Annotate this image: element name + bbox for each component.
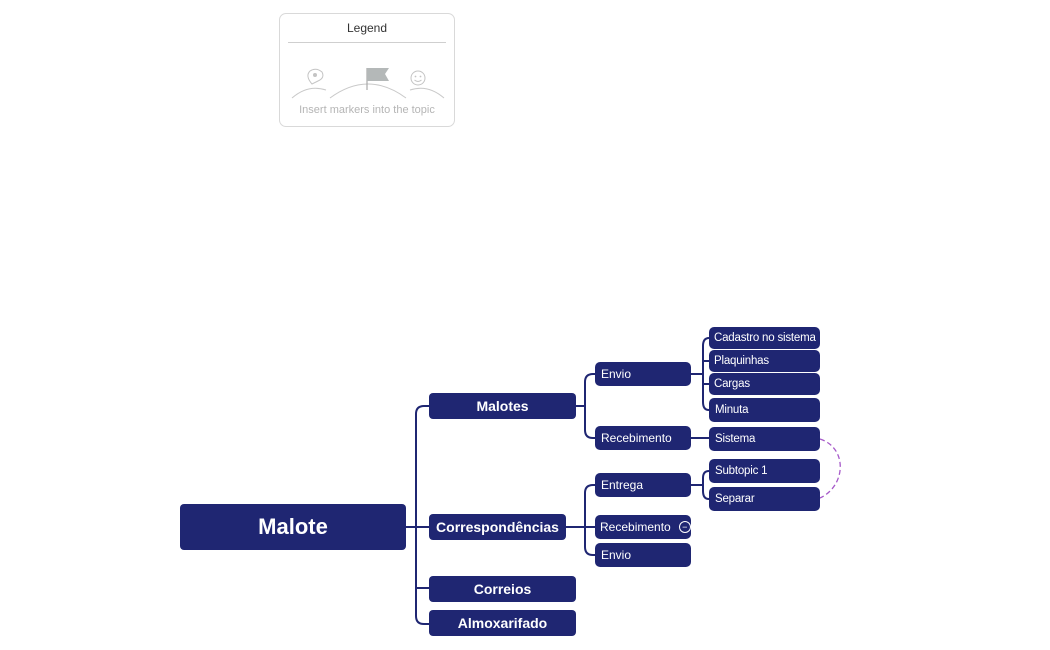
topic-sistema[interactable]: Sistema: [709, 427, 820, 451]
topic-correios[interactable]: Correios: [429, 576, 576, 602]
relationship-line: [819, 438, 841, 499]
branch-correspondencias: [565, 484, 596, 556]
branch-envio: [690, 337, 710, 411]
legend-title: Legend: [346, 21, 388, 35]
branch-root-main: [405, 405, 430, 625]
branch-entrega: [690, 470, 710, 500]
topic-correspondencias[interactable]: Correspondências: [429, 514, 566, 540]
topic-malotes[interactable]: Malotes: [429, 393, 576, 419]
topic-subtopic-1[interactable]: Subtopic 1: [709, 459, 820, 483]
legend-illustration: [291, 68, 445, 99]
topic-separar[interactable]: Separar: [709, 487, 820, 511]
topic-corresp-recebimento-label: Recebimento: [600, 520, 671, 534]
topic-malotes-envio[interactable]: Envio: [595, 362, 691, 386]
root-topic[interactable]: Malote: [180, 504, 406, 550]
marker-icon: [307, 68, 324, 85]
topic-plaquinhas[interactable]: Plaquinhas: [709, 350, 820, 372]
collapse-icon[interactable]: −: [678, 521, 691, 533]
smiley-icon: [410, 70, 426, 86]
topic-cadastro-no-sistema[interactable]: Cadastro no sistema: [709, 327, 820, 349]
topic-corresp-envio[interactable]: Envio: [595, 543, 691, 567]
legend-hint-text: Insert markers into the topic: [299, 104, 435, 116]
legend-divider: [288, 42, 446, 43]
topic-malotes-recebimento[interactable]: Recebimento: [595, 426, 691, 450]
topic-almoxarifado[interactable]: Almoxarifado: [429, 610, 576, 636]
topic-corresp-recebimento[interactable]: Recebimento −: [595, 515, 691, 539]
topic-minuta[interactable]: Minuta: [709, 398, 820, 422]
legend-panel[interactable]: Legend Insert markers into the topic: [279, 13, 455, 127]
topic-corresp-entrega[interactable]: Entrega: [595, 473, 691, 497]
branch-malotes: [575, 373, 596, 439]
flag-icon: [366, 68, 389, 90]
topic-cargas[interactable]: Cargas: [709, 373, 820, 395]
